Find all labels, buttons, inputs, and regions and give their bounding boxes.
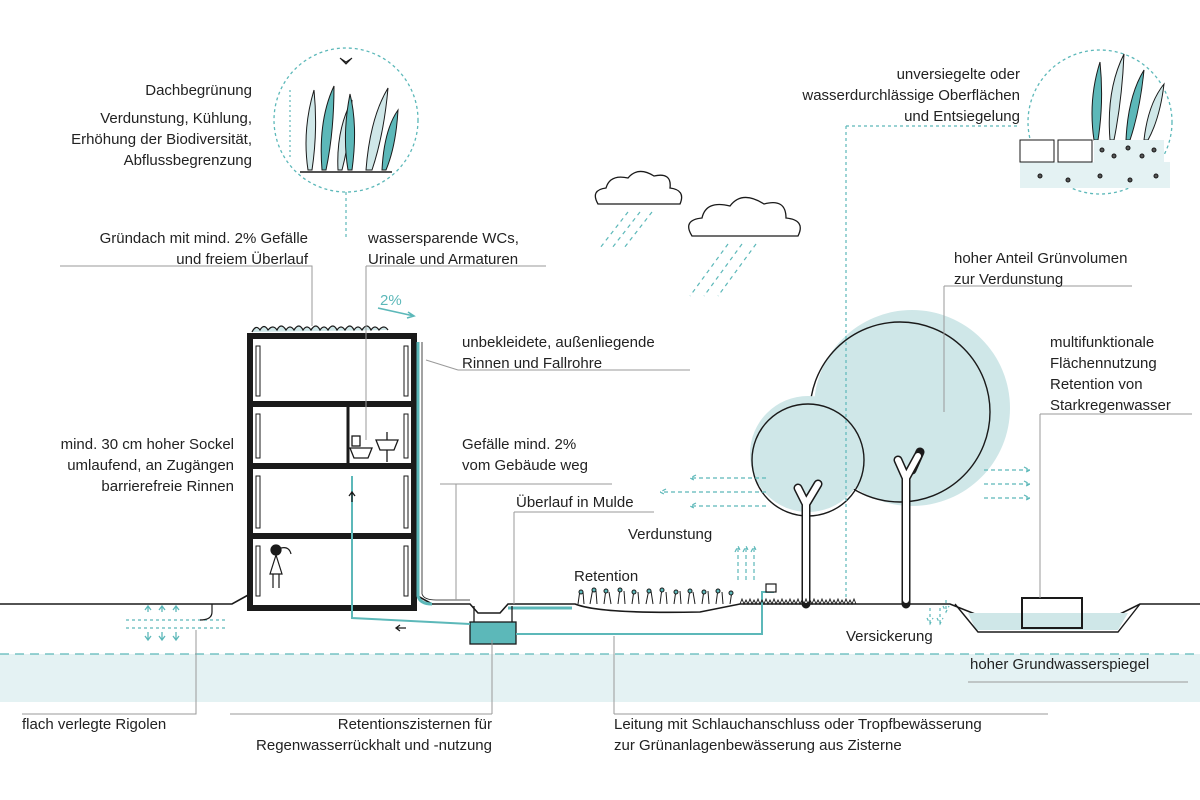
label-retention: Retention <box>574 568 639 585</box>
label-grundwasser: hoher Grundwasserspiegel <box>970 656 1150 673</box>
ground-line <box>0 593 1200 615</box>
bench-structure <box>1021 597 1083 629</box>
person-figure <box>269 544 292 588</box>
retention-plants <box>577 587 734 605</box>
label-slope: 2% <box>380 292 402 309</box>
label-versickerung: Versickerung <box>846 628 933 645</box>
swale-water <box>968 613 1128 630</box>
ground-grass <box>739 597 857 606</box>
label-wcs: wassersparende WCs, Urinale und Armature… <box>368 230 519 268</box>
cloud-2 <box>688 196 801 237</box>
label-ueberlauf: Überlauf in Mulde <box>516 494 634 511</box>
leader-lines <box>22 265 1192 715</box>
downpipe-outline <box>421 342 470 601</box>
label-verdunstung: Verdunstung <box>628 526 713 543</box>
downpipe <box>416 342 433 606</box>
label-sockel: mind. 30 cm hoher Sockel umlaufend, an Z… <box>60 436 234 495</box>
surface-detail <box>1019 53 1170 188</box>
evaporation-arrows <box>658 466 1032 580</box>
supply-arrow-up <box>348 490 356 502</box>
label-gefaelle: Gefälle mind. 2% vom Gebäude weg <box>462 436 588 474</box>
label-gruenvolumen: hoher Anteil Grünvolumen zur Verdunstung <box>954 250 1128 288</box>
building <box>247 333 417 611</box>
cloud-1 <box>594 170 683 205</box>
tree-small-trunk-inner <box>795 481 821 603</box>
label-multifunktional: multifunktionale Flächennutzung Retentio… <box>1050 334 1171 414</box>
roof-detail-plants <box>300 57 399 173</box>
groundwater-band <box>0 654 1200 702</box>
infiltration-arrows <box>926 600 950 626</box>
supply-arrow-left <box>394 624 406 632</box>
cistern <box>469 621 517 645</box>
swale-bank <box>954 603 1141 633</box>
rain <box>599 211 757 297</box>
rigolen <box>126 604 226 642</box>
slope-arrow <box>377 307 416 319</box>
label-dachbegruenung: Dachbegrünung <box>145 82 252 99</box>
cistern-shaft <box>473 606 513 622</box>
hose-tap <box>765 583 777 593</box>
sink-fixture <box>349 432 399 462</box>
label-rigolen: flach verlegte Rigolen <box>22 716 167 733</box>
label-unversiegelt: unversiegelte oder wasserdurchlässige Ob… <box>802 66 1020 125</box>
irrigation-line <box>516 591 774 635</box>
roof-greenery <box>251 325 389 333</box>
supply-line <box>351 476 471 625</box>
tree-small-canopy-fill <box>750 396 866 512</box>
label-gruendach: Gründach mit mind. 2% Gefälle und freiem… <box>99 230 308 268</box>
label-zisternen: Retentionszisternen für Regenwasserrückh… <box>256 716 492 754</box>
label-leitung: Leitung mit Schlauchanschluss oder Tropf… <box>614 716 982 754</box>
rigolen-pipe <box>199 604 213 621</box>
label-rinnen: unbekleidete, außenliegende Rinnen und F… <box>462 334 655 372</box>
tree-big-trunk-inner <box>895 453 921 603</box>
label-dach-effects: Verdunstung, Kühlung, Erhöhung der Biodi… <box>71 110 252 169</box>
